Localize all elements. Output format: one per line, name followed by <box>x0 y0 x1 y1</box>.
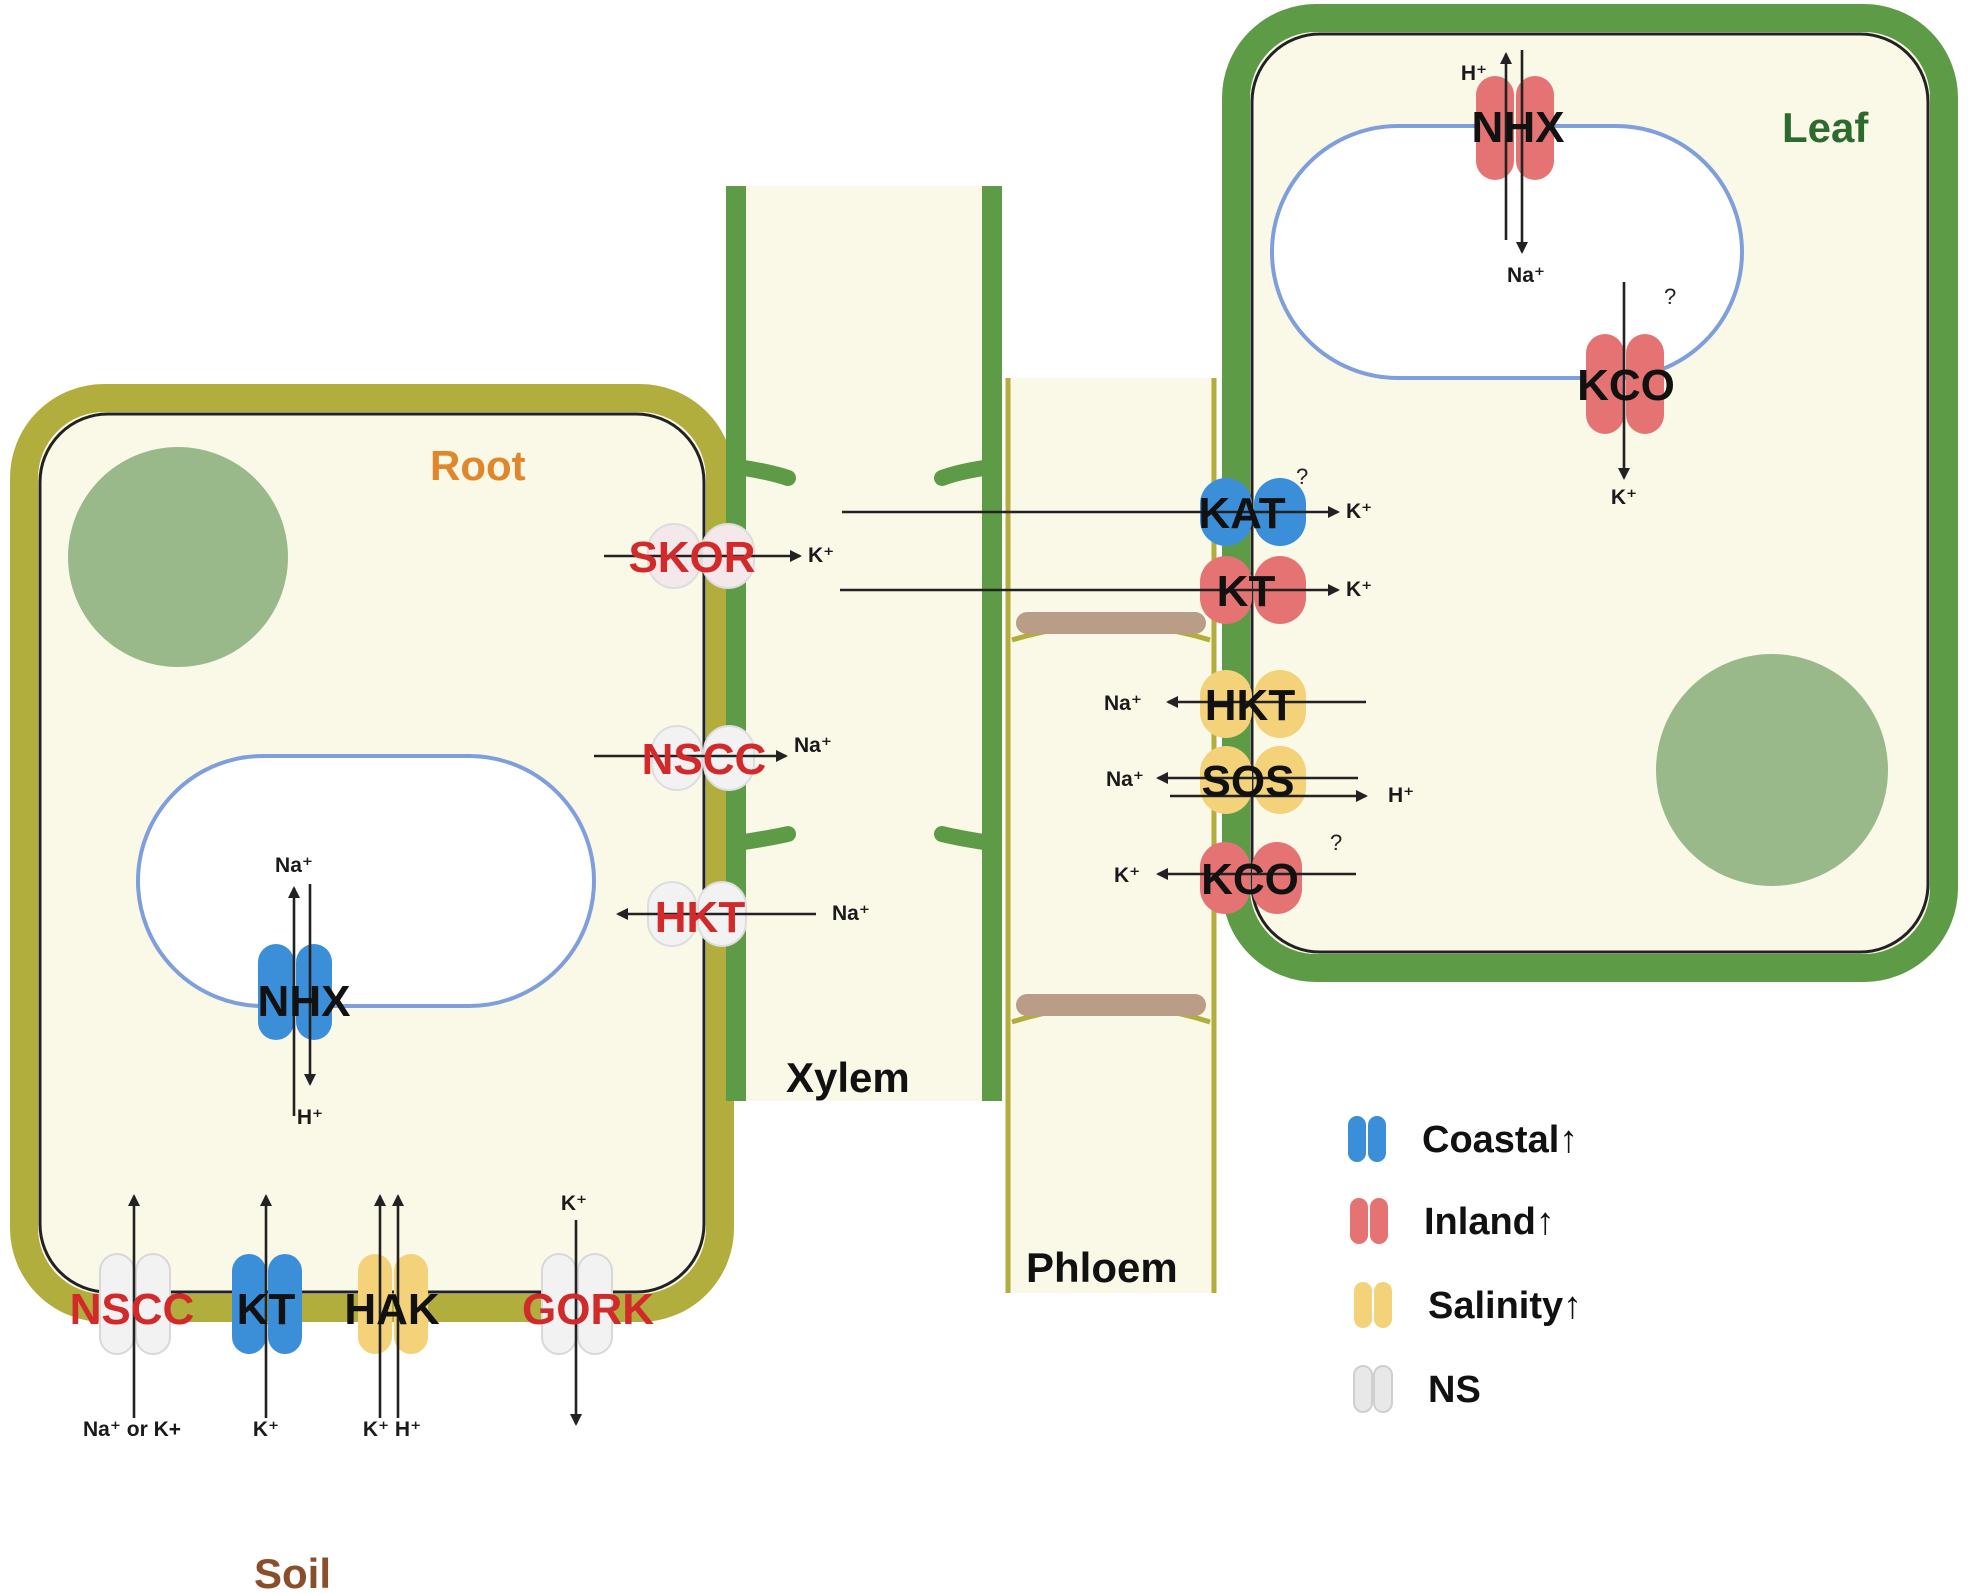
leaf-nhx-na-ion: Na⁺ <box>1507 264 1545 287</box>
skor-k-ion: K⁺ <box>808 544 834 567</box>
leaf-kco-vac-label: KCO <box>1577 361 1675 410</box>
legend-item-inland: Inland↑ <box>1350 1198 1555 1244</box>
phloem-label: Phloem <box>1026 1244 1178 1291</box>
leaf-kco-vac-question: ? <box>1664 284 1676 309</box>
gork-label: GORK <box>522 1285 654 1334</box>
root-label: Root <box>430 442 526 489</box>
kat-k-ion: K⁺ <box>1346 500 1372 523</box>
leaf-nucleus <box>1656 654 1888 886</box>
kat-label: KAT <box>1198 489 1285 538</box>
leaf-hkt-label: HKT <box>1205 681 1296 730</box>
hak-label: HAK <box>344 1285 440 1334</box>
soil-kt-k-ion: K⁺ <box>253 1418 279 1441</box>
root-cell: Root <box>10 384 734 1322</box>
leaf-kco-transporter: KCO K⁺ ? <box>1114 830 1356 914</box>
sieve-plate-upper <box>1016 612 1206 634</box>
legend-item-salinity: Salinity↑ <box>1354 1282 1582 1328</box>
leaf-nhx-h-ion: H⁺ <box>1461 62 1487 85</box>
legend-label-ns: NS <box>1428 1369 1481 1411</box>
sos-na-ion: Na⁺ <box>1106 768 1144 791</box>
legend-arrow-salinity: ↑ <box>1563 1285 1582 1327</box>
hak-ions: K⁺ H⁺ <box>363 1418 421 1441</box>
legend-label-inland: Inland <box>1424 1201 1536 1243</box>
leaf-kco-k-ion: K⁺ <box>1114 864 1140 887</box>
root-hkt-transporter: HKT Na⁺ <box>616 881 870 947</box>
soil-label: Soil <box>254 1550 331 1593</box>
soil-nscc-ion: Na⁺ or K+ <box>83 1418 181 1441</box>
xylem-vessel: Xylem <box>726 186 1002 1101</box>
sieve-plate-lower <box>1016 994 1206 1016</box>
gork-transporter: GORK K⁺ <box>522 1192 654 1426</box>
root-vacuole <box>136 754 596 1008</box>
sos-label: SOS <box>1202 757 1295 806</box>
leaf-hkt-na-ion: Na⁺ <box>1104 692 1142 715</box>
sos-h-ion: H⁺ <box>1388 784 1414 807</box>
leaf-hkt-transporter: HKT Na⁺ <box>1104 670 1366 738</box>
root-nscc-transporter: NSCC Na⁺ <box>594 725 832 791</box>
hak-transporter: HAK K⁺ H⁺ <box>344 1194 440 1441</box>
leaf-kco-question: ? <box>1330 830 1342 855</box>
skor-transporter: SKOR K⁺ <box>604 523 834 589</box>
legend: Coastal↑ Inland↑ Salinity↑ NS <box>1348 1116 1582 1413</box>
leaf-label: Leaf <box>1782 104 1869 151</box>
root-nucleus <box>68 447 288 667</box>
root-nscc-na-ion: Na⁺ <box>794 734 832 757</box>
gork-k-ion: K⁺ <box>561 1192 587 1215</box>
kat-question: ? <box>1296 464 1308 489</box>
legend-arrow-coastal: ↑ <box>1559 1119 1578 1161</box>
root-hkt-label: HKT <box>655 893 746 942</box>
root-nhx-label: NHX <box>258 977 351 1026</box>
leaf-kt-label: KT <box>1217 567 1276 616</box>
soil-nscc-transporter: NSCC Na⁺ or K+ <box>70 1194 195 1441</box>
legend-item-coastal: Coastal↑ <box>1348 1116 1578 1162</box>
skor-label: SKOR <box>628 533 755 582</box>
leaf-cell-membrane <box>1250 32 1930 954</box>
soil-nscc-label: NSCC <box>70 1285 195 1334</box>
xylem-label: Xylem <box>786 1054 910 1101</box>
legend-item-ns: NS <box>1353 1365 1481 1413</box>
legend-label-coastal: Coastal <box>1422 1119 1559 1161</box>
svg-text:Inland↑: Inland↑ <box>1424 1201 1555 1243</box>
phloem-sieve-tube: Phloem <box>1005 378 1217 1293</box>
leaf-kco-vac-k-ion: K⁺ <box>1611 486 1637 509</box>
svg-text:NS: NS <box>1428 1369 1481 1411</box>
leaf-cell: Leaf <box>1222 4 1958 982</box>
soil-kt-transporter: KT K⁺ <box>232 1194 302 1441</box>
leaf-nhx-label: NHX <box>1472 103 1565 152</box>
kat-transporter: KAT K⁺ ? <box>842 464 1372 546</box>
legend-arrow-inland: ↑ <box>1536 1201 1555 1243</box>
legend-label-salinity: Salinity <box>1428 1285 1563 1327</box>
root-nhx-transporter: NHX Na⁺ H⁺ <box>258 854 351 1129</box>
root-nscc-label: NSCC <box>642 735 767 784</box>
leaf-nhx-transporter: NHX H⁺ Na⁺ <box>1461 50 1565 287</box>
leaf-kt-transporter: KT K⁺ <box>840 556 1372 624</box>
leaf-kco-label: KCO <box>1201 855 1299 904</box>
leaf-kt-k-ion: K⁺ <box>1346 578 1372 601</box>
root-nhx-h-ion: H⁺ <box>297 1106 323 1129</box>
leaf-kco-vacuole-transporter: KCO K⁺ ? <box>1577 282 1676 509</box>
root-nhx-na-ion: Na⁺ <box>275 854 313 877</box>
soil-kt-label: KT <box>237 1285 296 1334</box>
sos-transporter: SOS Na⁺ H⁺ <box>1106 746 1414 814</box>
svg-text:Coastal↑: Coastal↑ <box>1422 1119 1578 1161</box>
root-hkt-na-ion: Na⁺ <box>832 902 870 925</box>
svg-text:Salinity↑: Salinity↑ <box>1428 1285 1582 1327</box>
